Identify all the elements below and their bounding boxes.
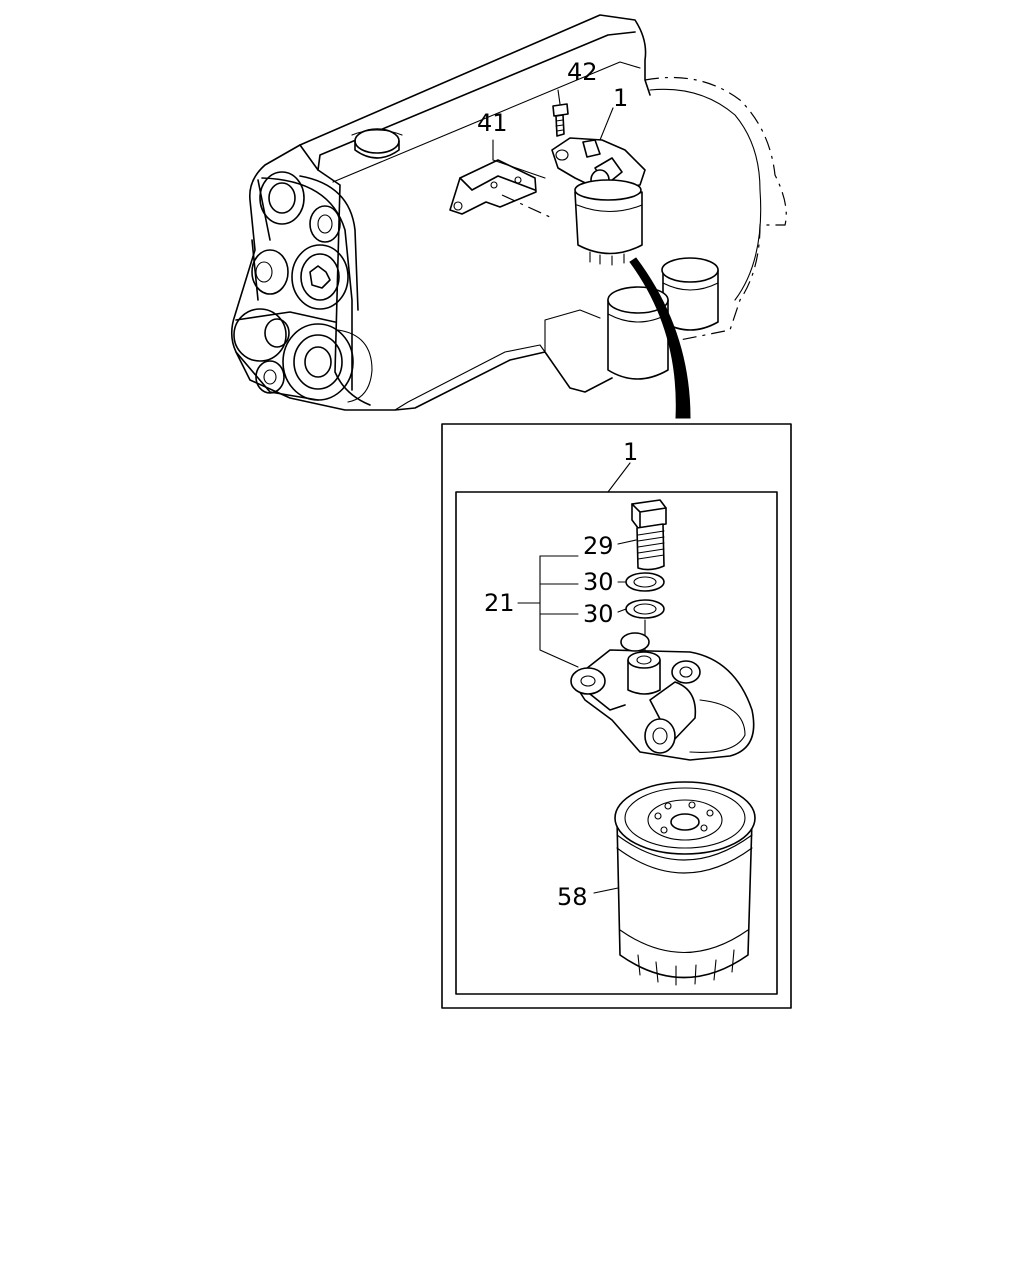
callout-1-detail: 1 [623, 438, 638, 466]
callout-42: 42 [567, 58, 598, 86]
engine-block [230, 14, 787, 411]
callout-41: 41 [477, 109, 508, 137]
bolt-42 [552, 103, 569, 137]
filter-bracket [449, 159, 553, 219]
callout-30-upper: 30 [583, 568, 614, 596]
callout-21: 21 [484, 589, 515, 617]
washer-30-upper [625, 572, 665, 592]
spin-on-filter-58 [614, 781, 756, 986]
callout-29: 29 [583, 532, 614, 560]
leader-lines [492, 89, 637, 894]
bolt-29 [631, 499, 667, 571]
detail-arrow [629, 257, 691, 419]
filter-head [570, 632, 755, 761]
callout-1-installed: 1 [613, 84, 628, 112]
detail-frame-inner [455, 491, 778, 995]
callout-30-lower: 30 [583, 600, 614, 628]
detail-frame-outer [441, 423, 792, 1009]
callout-58: 58 [557, 883, 588, 911]
washer-30-lower [625, 599, 665, 619]
filter-assembly-installed [551, 137, 646, 266]
